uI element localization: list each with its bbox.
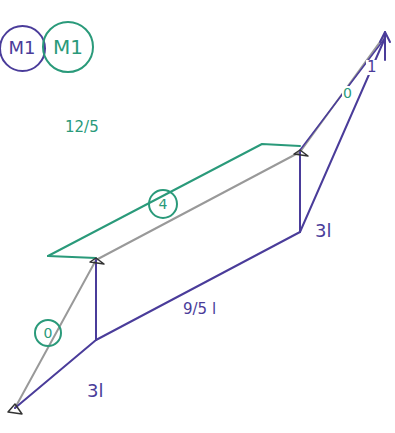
circled-mark: 4 <box>148 189 178 219</box>
force-arrow <box>384 32 386 60</box>
support-symbol <box>90 258 104 264</box>
circled-text: 4 <box>159 197 168 211</box>
dimension-label: 0 <box>342 86 353 100</box>
dimension-label: 1 <box>366 60 378 75</box>
circled-text: 0 <box>44 326 53 340</box>
force-arrow <box>380 32 390 42</box>
support-symbol <box>294 150 308 156</box>
moment-line <box>300 38 385 232</box>
dimension-label: 3l <box>86 382 104 400</box>
support-symbol <box>8 404 22 414</box>
moment-line <box>15 260 96 408</box>
circled-mark: M1 <box>0 25 46 72</box>
dimension-label: 9/5 l <box>182 302 217 317</box>
circled-text: M1 <box>53 37 83 57</box>
moment-area <box>48 144 300 256</box>
circled-mark: M1 <box>42 21 94 73</box>
beam <box>15 35 385 408</box>
moment-area <box>48 256 96 258</box>
circled-mark: 0 <box>34 319 62 347</box>
dimension-label: 3l <box>314 222 332 240</box>
moment-line <box>96 232 300 340</box>
dimension-label: 12/5 <box>64 120 100 135</box>
moment-line <box>300 38 385 150</box>
circled-text: M1 <box>9 39 36 57</box>
